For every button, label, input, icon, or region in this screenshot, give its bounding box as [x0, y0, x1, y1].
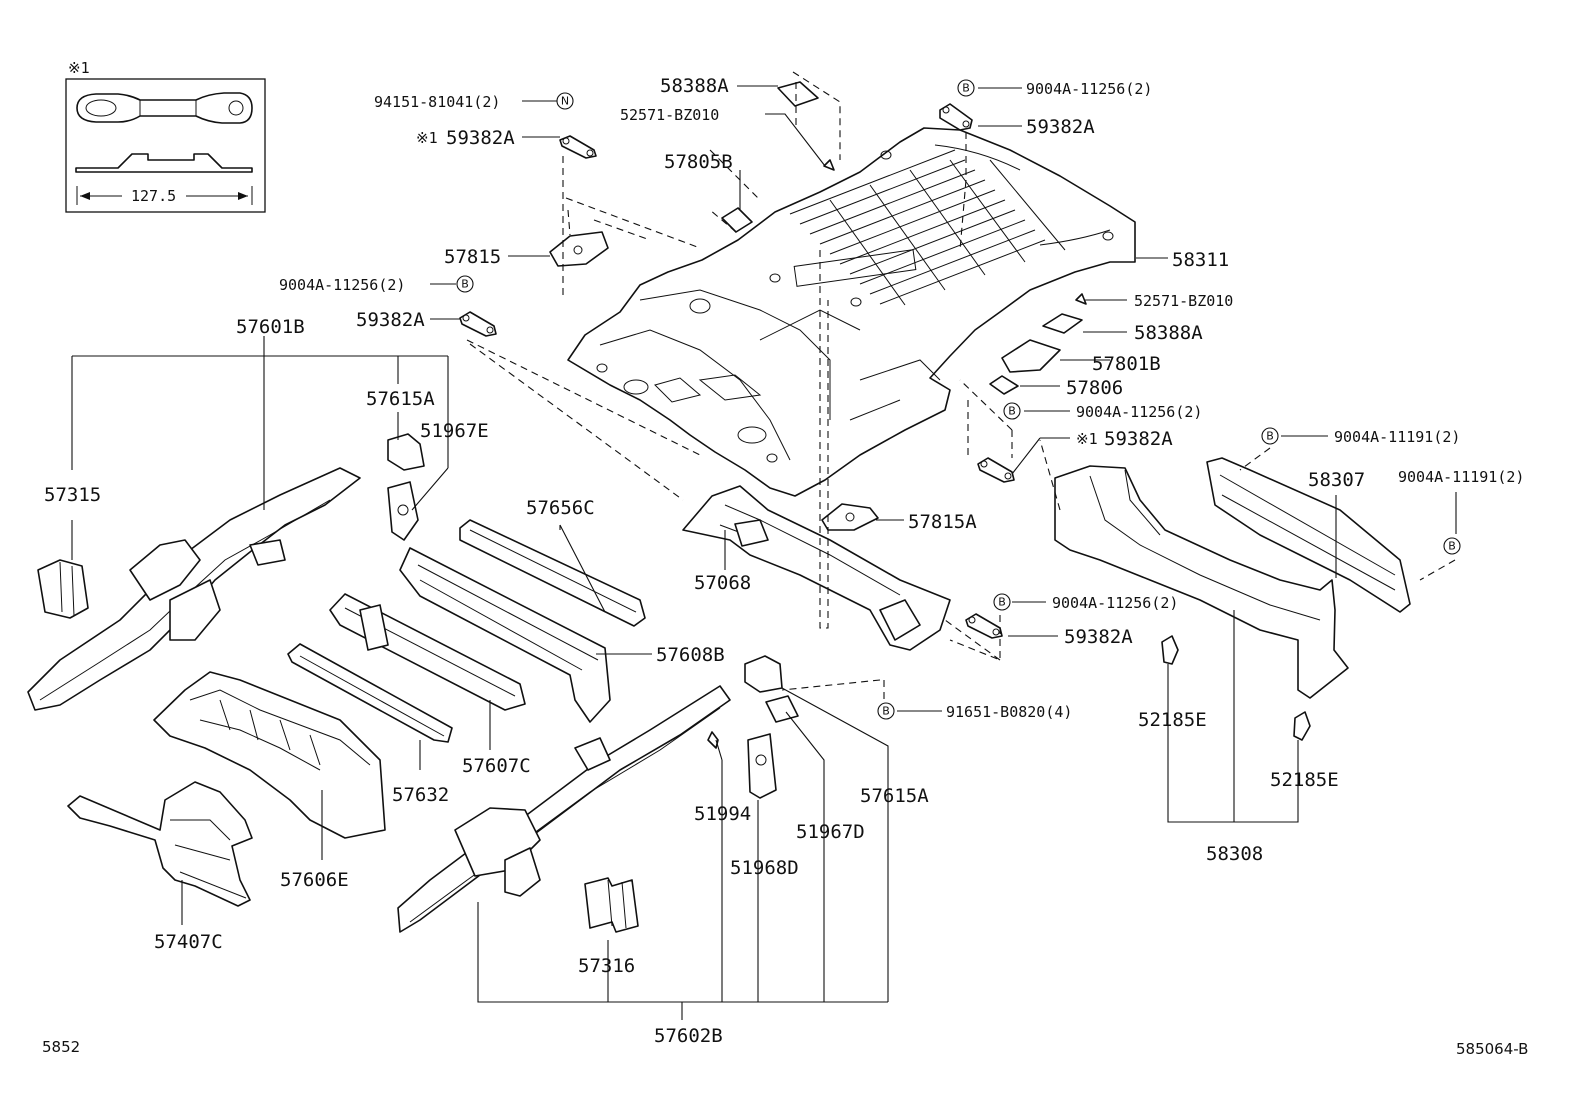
- svg-text:B: B: [461, 278, 469, 291]
- bolt-code-marker-1: B: [957, 79, 975, 97]
- label-51967d: 51967D: [796, 821, 865, 843]
- small-brackets: [549, 81, 1087, 531]
- label-57602b: 57602B: [654, 1025, 723, 1047]
- label-9004a-11256-mid-right: 9004A-11256(2): [1076, 403, 1202, 421]
- rear-panels: [1054, 457, 1411, 741]
- label-9004a-11256-lower-mid: 9004A-11256(2): [1052, 594, 1178, 612]
- label-57806: 57806: [1066, 377, 1123, 399]
- bolt-code-marker-2: B: [456, 275, 474, 293]
- footer-right-code: 585064-B: [1456, 1040, 1528, 1058]
- cross-members: [287, 519, 646, 743]
- label-57316: 57316: [578, 955, 635, 977]
- label-51994: 51994: [694, 803, 751, 825]
- floor-members-lower: [67, 671, 386, 907]
- label-57815: 57815: [444, 246, 501, 268]
- label-star-mark-top: ※1: [416, 129, 438, 147]
- svg-text:B: B: [1008, 405, 1016, 418]
- label-57801b: 57801B: [1092, 353, 1161, 375]
- bolt-code-marker-7: B: [877, 702, 895, 720]
- label-59382a-mid-right: 59382A: [1104, 428, 1173, 450]
- svg-text:B: B: [1266, 430, 1274, 443]
- label-57601b: 57601B: [236, 316, 305, 338]
- label-9004a-11256-left: 9004A-11256(2): [279, 276, 405, 294]
- bolt-code-marker-4: B: [1261, 427, 1279, 445]
- inset-mark: ※1: [68, 59, 90, 77]
- bolt-code-marker-5: B: [1443, 537, 1461, 555]
- bolt-code-marker-6: B: [993, 593, 1011, 611]
- label-59382a-top-right: 59382A: [1026, 116, 1095, 138]
- label-9004a-11256-top-right: 9004A-11256(2): [1026, 80, 1152, 98]
- svg-text:B: B: [998, 596, 1006, 609]
- label-57606e: 57606E: [280, 869, 349, 891]
- footer-left-code: 5852: [42, 1038, 80, 1056]
- side-rail-57602b: [397, 655, 799, 933]
- link-bars: [459, 103, 1015, 639]
- code-markers: N B B B B B B B: [456, 79, 1461, 720]
- label-57407c: 57407C: [154, 931, 223, 953]
- svg-text:B: B: [962, 82, 970, 95]
- inset-dimension: 127.5: [131, 187, 176, 205]
- label-star-mark-mid-right: ※1: [1076, 430, 1098, 448]
- label-51968d: 51968D: [730, 857, 799, 879]
- nut-code-marker: N: [556, 92, 574, 110]
- label-58308: 58308: [1206, 843, 1263, 865]
- bolt-code-marker-3: B: [1003, 402, 1021, 420]
- label-57805b: 57805B: [664, 151, 733, 173]
- label-58311: 58311: [1172, 249, 1229, 271]
- detail-inset: ※1 127.5: [65, 59, 266, 213]
- label-57615a-top: 57615A: [366, 388, 435, 410]
- label-9004a-11191-b: 9004A-11191(2): [1398, 468, 1524, 486]
- svg-text:B: B: [882, 705, 890, 718]
- label-59382a-lower-mid: 59382A: [1064, 626, 1133, 648]
- label-9004a-11191-a: 9004A-11191(2): [1334, 428, 1460, 446]
- label-52571-bz010-right: 52571-BZ010: [1134, 292, 1233, 310]
- label-57068: 57068: [694, 572, 751, 594]
- leader-lines: [71, 71, 1457, 1020]
- label-52185e-right: 52185E: [1270, 769, 1339, 791]
- label-57656c: 57656C: [526, 497, 595, 519]
- label-59382a-left: 59382A: [356, 309, 425, 331]
- crossmember-57068: [682, 485, 951, 651]
- floor-pan: [567, 127, 1136, 497]
- label-57615a-bottom: 57615A: [860, 785, 929, 807]
- svg-text:B: B: [1448, 540, 1456, 553]
- label-58307: 58307: [1308, 469, 1365, 491]
- part-labels: 94151-81041(2) ※1 59382A 58388A 52571-BZ…: [44, 75, 1524, 1047]
- label-57815a: 57815A: [908, 511, 977, 533]
- label-57315: 57315: [44, 484, 101, 506]
- label-94151-81041: 94151-81041(2): [374, 93, 500, 111]
- label-51967e: 51967E: [420, 420, 489, 442]
- label-57632: 57632: [392, 784, 449, 806]
- label-52571-bz010-top: 52571-BZ010: [620, 106, 719, 124]
- label-58388a-right: 58388A: [1134, 322, 1203, 344]
- svg-text:N: N: [561, 95, 569, 108]
- side-rail-57601b: [27, 433, 425, 711]
- label-58388a-top: 58388A: [660, 75, 729, 97]
- label-91651-b0820: 91651-B0820(4): [946, 703, 1072, 721]
- label-57607c: 57607C: [462, 755, 531, 777]
- label-52185e-left: 52185E: [1138, 709, 1207, 731]
- label-57608b: 57608B: [656, 644, 725, 666]
- label-59382a-top-left: 59382A: [446, 127, 515, 149]
